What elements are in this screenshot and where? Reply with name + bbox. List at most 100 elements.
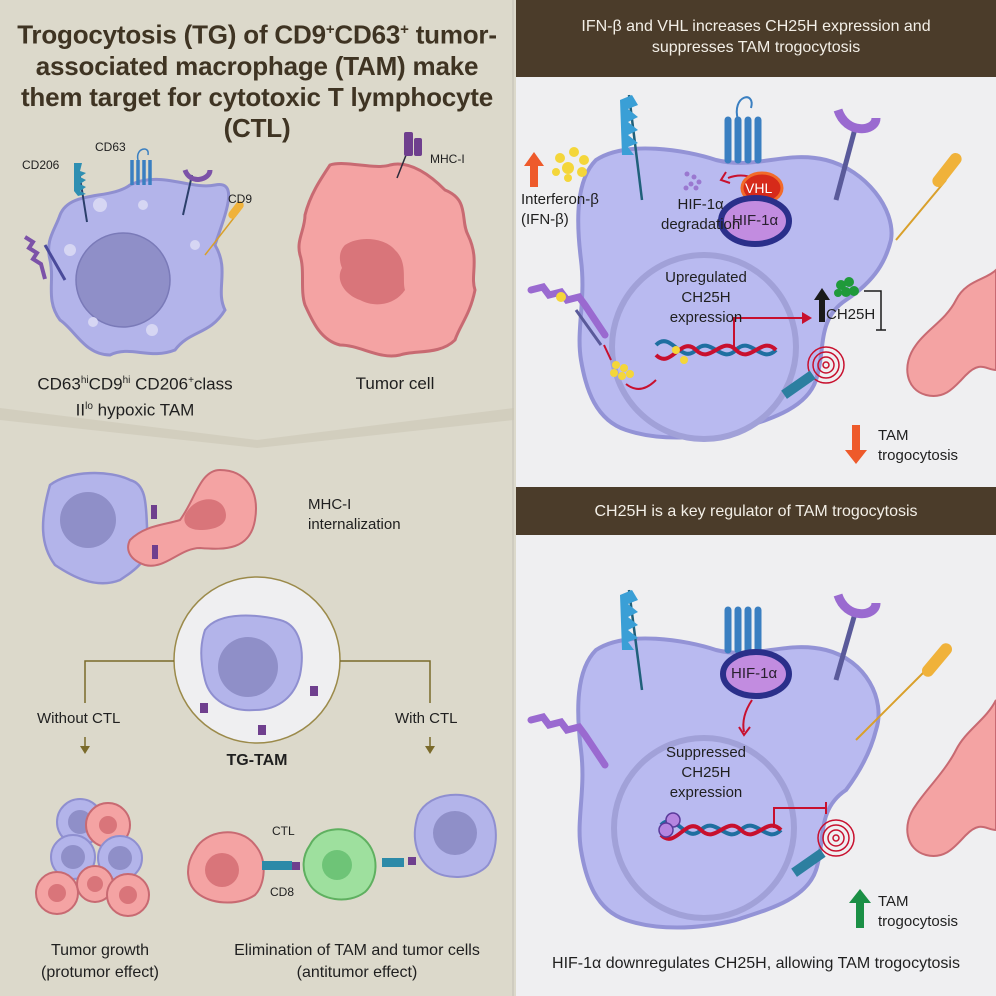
receptor-stalk [833, 609, 859, 681]
caption-sup: lo [85, 400, 93, 412]
label-line: HIF-1α [677, 196, 724, 213]
caption-line: Elimination of TAM and tumor cells [234, 942, 480, 959]
tumor-growth-cluster [35, 798, 150, 917]
arrowhead-icon [802, 312, 812, 324]
cd63-loop [735, 96, 753, 121]
cd63-icon [724, 606, 762, 654]
hif-1a-label: HIF-1α [732, 212, 779, 229]
label-line: Upregulated [665, 269, 747, 286]
ifn-bound-icon [556, 292, 566, 302]
hif-1a-protein-icon [718, 195, 792, 247]
cd63-loop [136, 148, 149, 161]
ifn-bound-icon [680, 356, 688, 364]
bottom-section-header: CH25H is a key regulator of TAM trogocyt… [516, 487, 996, 535]
tam-tumor-interaction [41, 468, 257, 585]
cd63-icon [724, 116, 762, 164]
tam-nucleus [75, 232, 171, 328]
label-line: TAM [878, 893, 909, 910]
signal-arrow [625, 379, 657, 390]
cd206-icon [620, 590, 638, 650]
vhl-label: VHL [745, 180, 773, 196]
cd9-icon [922, 643, 952, 677]
internalization-target-icon [817, 819, 855, 857]
main-title: Trogocytosis (TG) of CD9+CD63+ tumor-ass… [10, 14, 504, 144]
bottom-caption: HIF-1α downregulates CH25H, allowing TAM… [552, 955, 960, 972]
vesicle [146, 324, 158, 336]
mhc-i-icon [258, 725, 266, 735]
label-line: (IFN-β) [521, 211, 569, 228]
label-line: degradation [661, 216, 741, 233]
cd63-label: CD63 [95, 140, 126, 154]
tam-trogocytosis-down-label: TAM trogocytosis [878, 426, 958, 466]
tumor-cell [906, 268, 996, 397]
caption-sup: hi [80, 375, 89, 386]
receptor-stalk [574, 309, 603, 346]
arrow-down-icon [80, 746, 90, 754]
upregulated-label: Upregulated CH25H expression [646, 268, 766, 328]
tam-nucleus [108, 846, 132, 870]
receptor-icon [833, 108, 881, 134]
label-line: internalization [308, 516, 401, 533]
right-illustrations [524, 94, 996, 930]
tumor-nucleus [119, 886, 137, 904]
suppression-arrow [742, 699, 753, 733]
arrow-up-icon [814, 288, 830, 322]
title-sup: + [400, 21, 409, 38]
arrow-down-icon [845, 425, 867, 464]
cd8-label: CD8 [270, 885, 295, 899]
receptor-stalk [182, 174, 193, 216]
header-line: suppresses TAM trogocytosis [651, 39, 861, 56]
vesicle [190, 240, 200, 250]
expression-arrow [733, 317, 806, 350]
tam-nucleus [433, 811, 477, 855]
label-line: CH25H expression [669, 764, 743, 801]
tumor-cell [297, 132, 477, 358]
header-line: IFN-β and VHL increases CH25H expression… [581, 18, 931, 35]
hif-1a-protein-icon [720, 649, 792, 699]
arrowhead-icon [738, 726, 751, 737]
suppressed-expression-line [773, 802, 827, 828]
mhc-i-icon [152, 545, 158, 559]
caption-part: II [75, 400, 86, 420]
tcr-icon [781, 370, 816, 399]
ctl-nucleus [322, 850, 352, 880]
tcr-icon [382, 858, 404, 867]
arrow-down-icon [425, 746, 435, 754]
tumor-nucleus [87, 876, 103, 892]
hif-1a-label: HIF-1α [731, 665, 778, 682]
left-panel: Trogocytosis (TG) of CD9+CD63+ tumor-ass… [0, 0, 514, 996]
mhc-i-icon [408, 857, 416, 865]
tcr-icon [262, 861, 292, 870]
suppressed-label: Suppressed CH25H expression [646, 743, 766, 803]
arrow-up-icon [524, 152, 544, 187]
left-illustrations [0, 132, 514, 917]
tam-nucleus [61, 845, 85, 869]
label-line: CH25H expression [669, 289, 743, 326]
branch-line-right [340, 660, 431, 703]
label-line: MHC-I [308, 496, 352, 513]
inhibition-line [864, 290, 886, 331]
tumor-cell [906, 699, 996, 857]
ifn-signal-molecules-icon [610, 361, 634, 380]
top-section-header: IFN-β and VHL increases CH25H expression… [516, 0, 996, 77]
tam-trogocytosis-up-label: TAM trogocytosis [878, 892, 958, 932]
title-sup: + [325, 21, 335, 38]
label-line: trogocytosis [878, 913, 959, 930]
vesicle [64, 244, 76, 256]
caption-sup: hi [122, 375, 131, 386]
cd63-icon [130, 160, 152, 185]
cd9-icon [228, 201, 244, 219]
cd206-label: CD206 [22, 158, 60, 172]
label-line: Interferon-β [521, 191, 599, 208]
ch25h-protein-icon [834, 277, 859, 297]
tg-tam-label: TG-TAM [226, 752, 288, 769]
ifn-receptor-icon [527, 713, 609, 769]
ifn-bound-icon [672, 346, 680, 354]
receptor-icon [833, 593, 881, 619]
elimination-group [187, 793, 497, 904]
caption-part: hypoxic TAM [92, 400, 195, 420]
tumor-nucleus [184, 499, 226, 530]
signal-arrow [603, 344, 612, 361]
section-divider [0, 408, 514, 448]
